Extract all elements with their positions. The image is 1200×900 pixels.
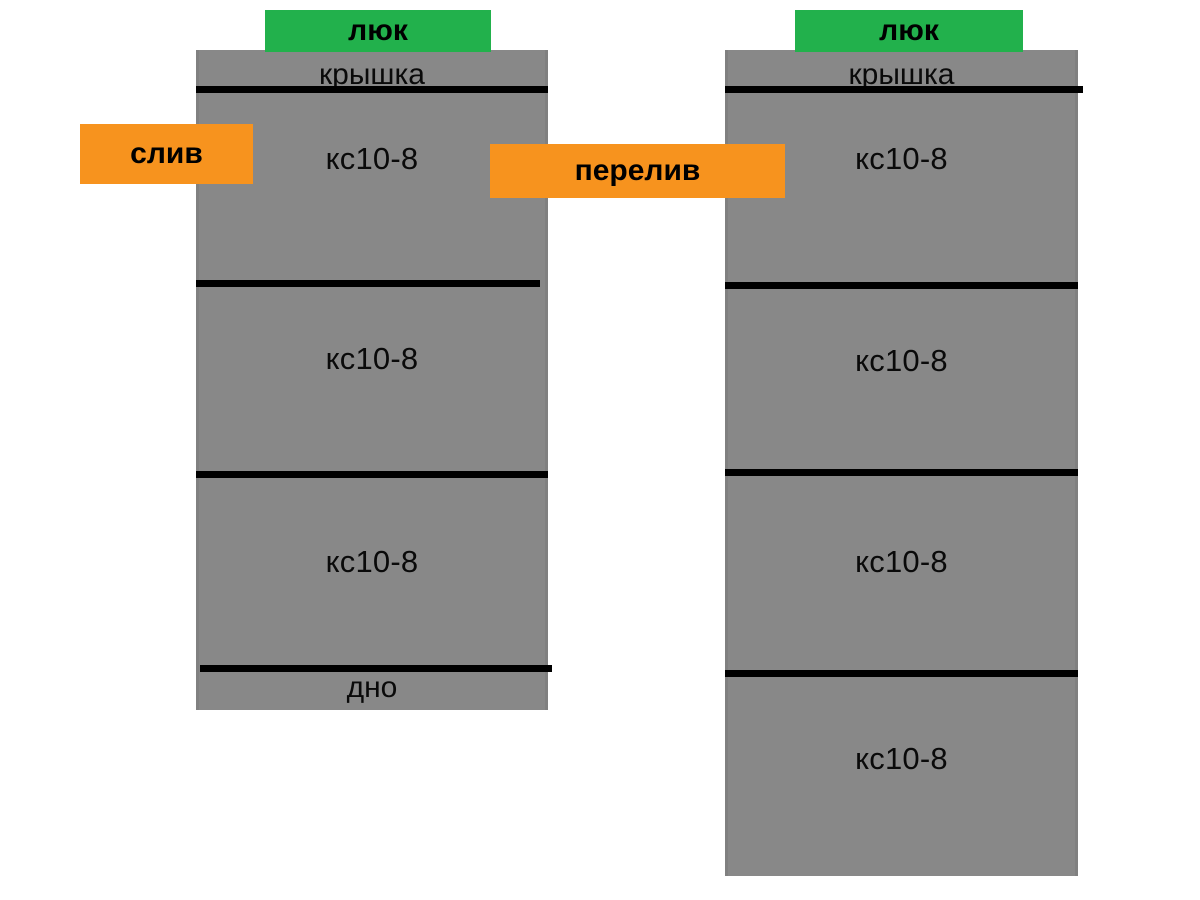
tank-left-ring-2-label: кс10-8 (325, 341, 419, 376)
tank-right-lid-label: крышка (848, 58, 955, 91)
tank-left-bottom-divider (200, 665, 552, 672)
tank-right-ring-1-label: кс10-8 (855, 141, 948, 176)
tank-right-ring-3-label: кс10-8 (855, 544, 948, 579)
tank-right-ring-4-label: кс10-8 (855, 741, 948, 776)
pipe-drain-label: слив (80, 124, 253, 184)
tank-left-bottom-label: дно (346, 671, 398, 704)
hatch-left: люк (265, 10, 491, 52)
tank-left-ring-1-label: кс10-8 (325, 141, 419, 176)
pipe-overflow-label: перелив (490, 144, 785, 198)
tank-right-divider-1 (725, 282, 1078, 289)
tank-right-divider-2 (725, 469, 1078, 476)
tank-right-divider-3 (725, 670, 1078, 677)
tank-left: крышка кс10-8 кс10-8 кс10-8 дно (196, 50, 552, 710)
tank-left-divider-1 (196, 280, 540, 287)
tank-right-ring-2-label: кс10-8 (855, 343, 948, 378)
tank-left-lid-divider (196, 86, 548, 93)
tank-left-ring-3-label: кс10-8 (325, 544, 419, 579)
tank-left-divider-2 (196, 471, 548, 478)
tank-right-lid-divider (725, 86, 1083, 93)
tank-left-lid-label: крышка (319, 58, 425, 91)
hatch-right: люк (795, 10, 1023, 52)
